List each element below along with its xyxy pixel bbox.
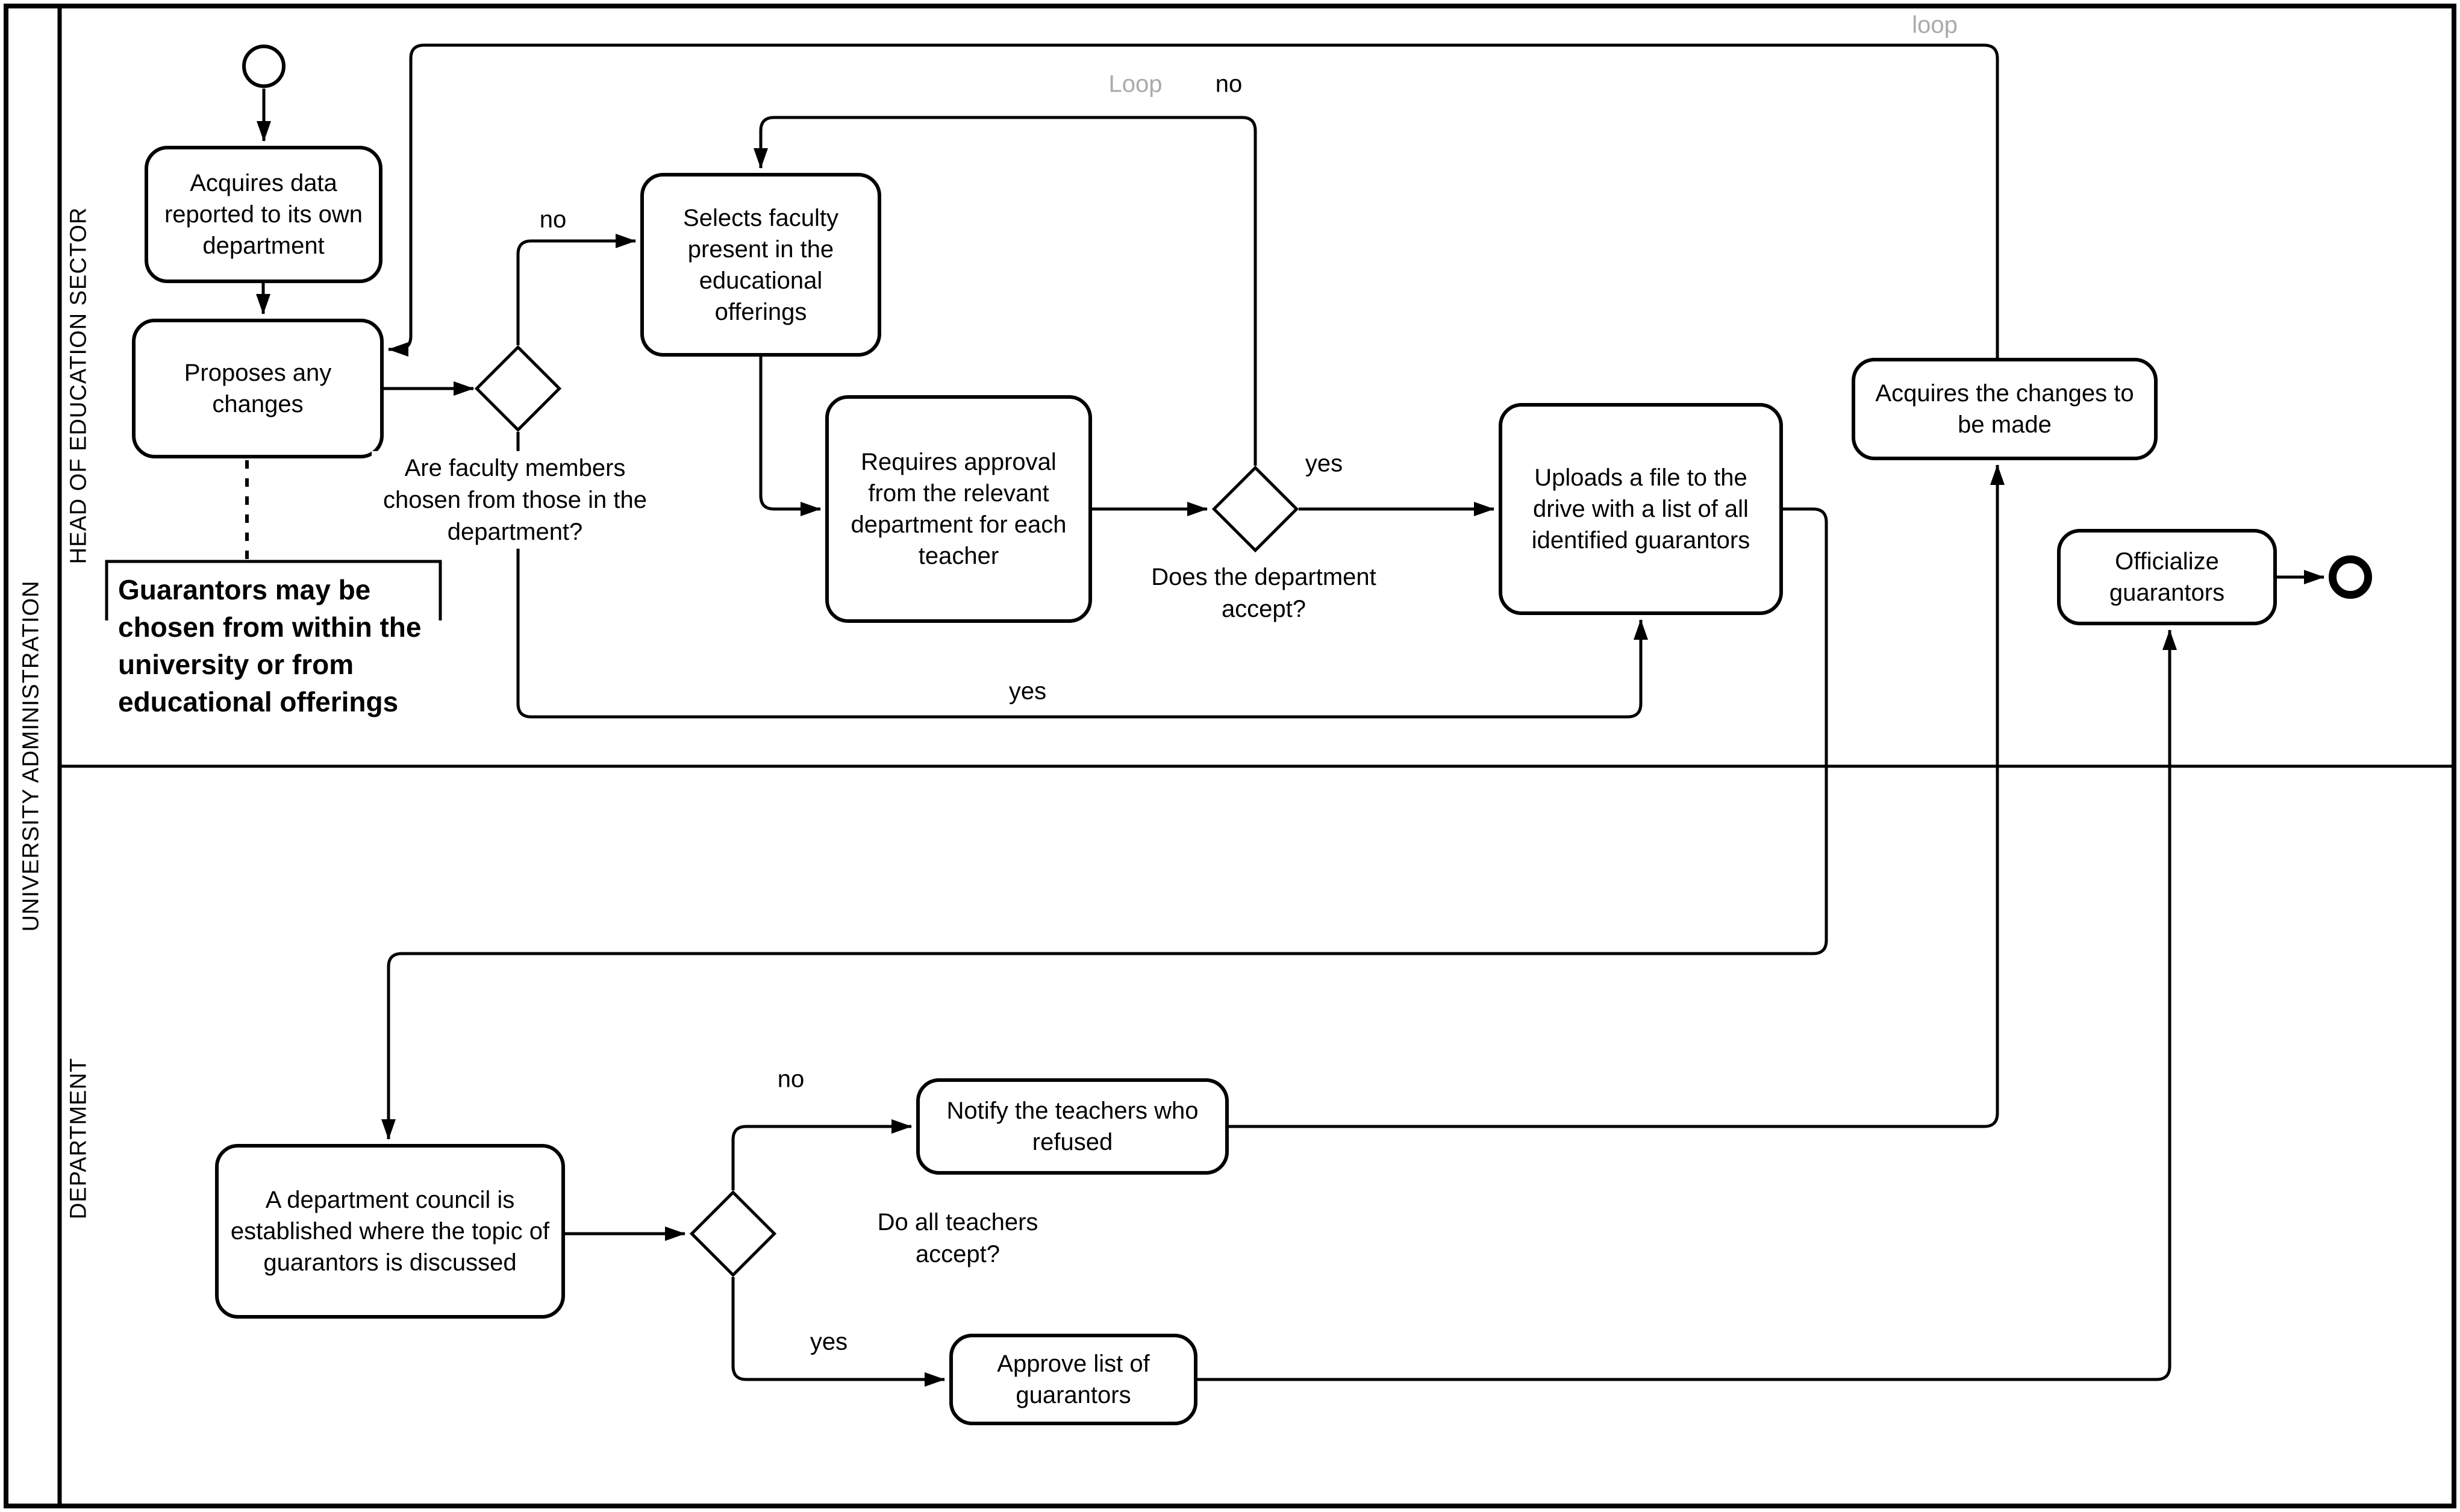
edge-label-loop-outer: loop bbox=[1912, 11, 1958, 39]
task-officialize-guarantors: Officialize guarantors bbox=[2057, 529, 2277, 625]
start-event-icon bbox=[242, 45, 286, 88]
annotation-bracket bbox=[105, 560, 442, 620]
pool-border bbox=[4, 4, 2456, 1508]
gateway-faculty-members-question: Are faculty members chosen from those in… bbox=[372, 451, 658, 549]
flow-uploads-to-council bbox=[381, 507, 1828, 1140]
flow-teachers-gateway-yes-to-approve bbox=[731, 1277, 945, 1387]
gateway-department-accept-question: Does the department accept? bbox=[1114, 560, 1413, 626]
edge-label-yes-teachers: yes bbox=[810, 1328, 848, 1355]
task-approve-list: Approve list of guarantors bbox=[949, 1334, 1197, 1425]
text-annotation: Guarantors may be chosen from within the… bbox=[118, 574, 422, 718]
task-acquires-data: Acquires data reported to its own depart… bbox=[145, 146, 382, 283]
edge-label-no-department: no bbox=[1215, 70, 1243, 98]
flow-selects-to-requires-approval bbox=[759, 357, 821, 516]
flow-faculty-gateway-yes-to-uploads bbox=[516, 432, 1648, 719]
task-requires-approval: Requires approval from the relevant depa… bbox=[825, 395, 1092, 623]
task-department-council: A department council is established wher… bbox=[215, 1144, 565, 1319]
lane-label-department: DEPARTMENT bbox=[66, 1057, 92, 1220]
flow-accept-gateway-no-loop-to-selects bbox=[754, 116, 1257, 466]
flow-notify-to-acquires-changes bbox=[1229, 464, 2005, 1128]
edge-label-loop-inner: Loop bbox=[1108, 70, 1163, 98]
flow-acquires-changes-loop-to-proposes bbox=[388, 43, 1999, 358]
edge-label-no-faculty: no bbox=[539, 206, 567, 233]
task-notify-teachers: Notify the teachers who refused bbox=[916, 1078, 1229, 1175]
lane-label-head-of-education-sector: HEAD OF EDUCATION SECTOR bbox=[66, 207, 92, 564]
task-acquires-changes: Acquires the changes to be made bbox=[1852, 358, 2158, 460]
task-selects-faculty: Selects faculty present in the education… bbox=[640, 173, 881, 357]
flow-faculty-gateway-no-to-selects bbox=[516, 234, 636, 345]
pool-label: UNIVERSITY ADMINISTRATION bbox=[18, 580, 44, 932]
end-event-icon bbox=[2329, 555, 2372, 599]
flow-teachers-gateway-no-to-notify bbox=[731, 1119, 912, 1190]
edge-label-yes-faculty: yes bbox=[1008, 678, 1047, 705]
edge-label-no-teachers: no bbox=[777, 1066, 805, 1093]
edge-label-yes-department: yes bbox=[1305, 450, 1343, 477]
flow-approve-to-officialize bbox=[1197, 629, 2177, 1381]
task-uploads-file: Uploads a file to the drive with a list … bbox=[1499, 403, 1783, 615]
task-proposes-changes: Proposes any changes bbox=[132, 319, 384, 458]
gateway-teachers-accept-question: Do all teachers accept? bbox=[844, 1205, 1071, 1272]
